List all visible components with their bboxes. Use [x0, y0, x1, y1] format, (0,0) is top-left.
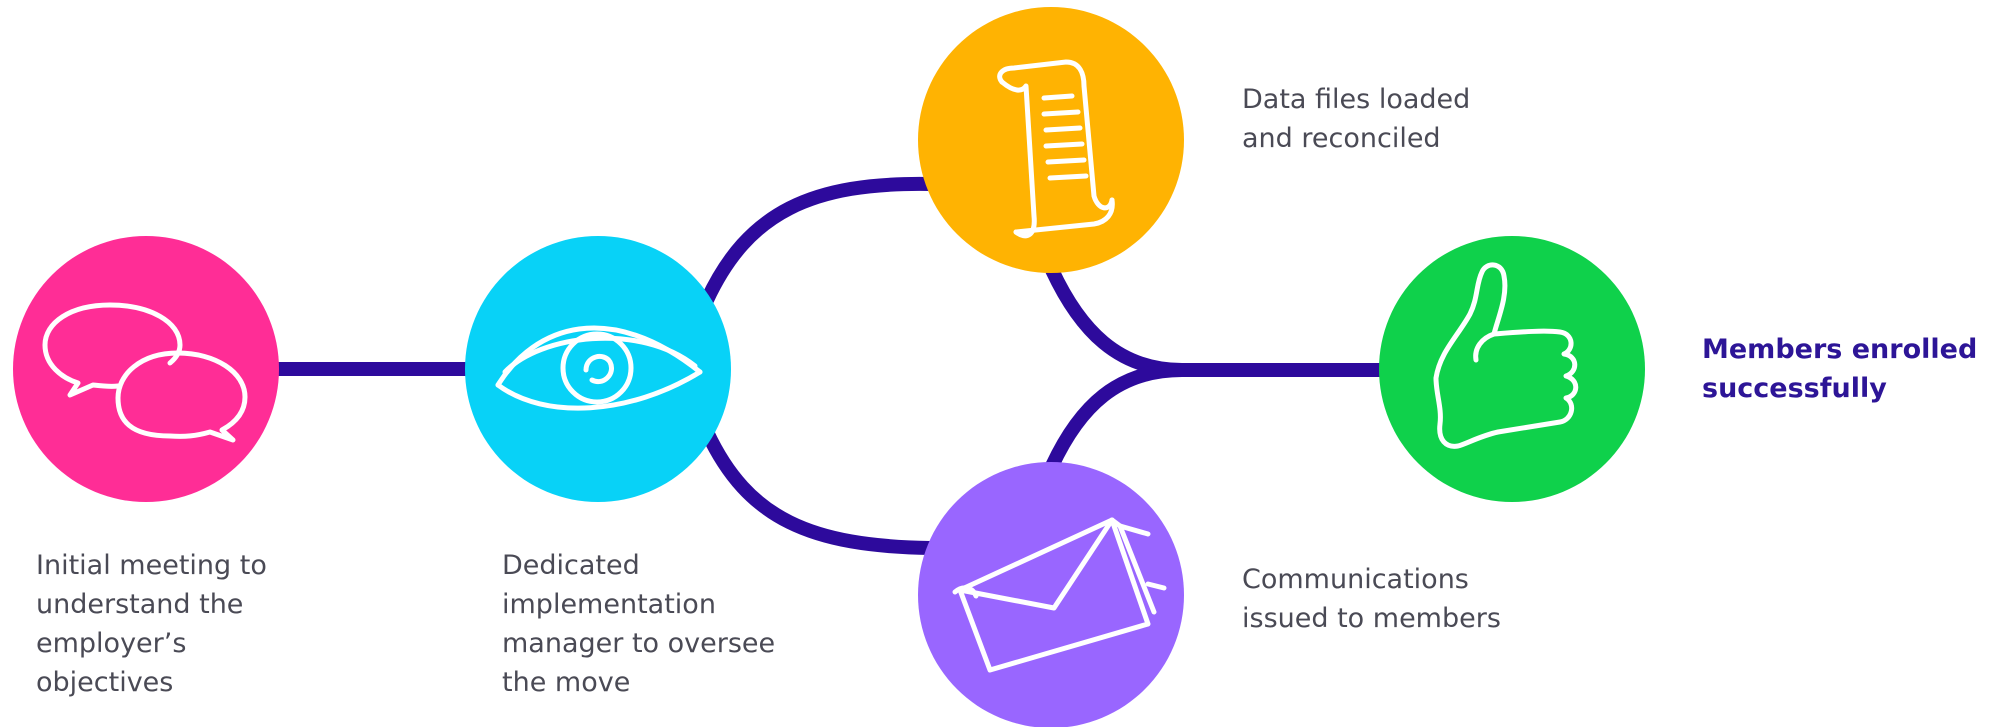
- thumbs-up-icon: [1433, 262, 1579, 449]
- connector-manager-comms: [700, 429, 931, 555]
- eye-icon: [495, 325, 703, 411]
- step-data-circle: [918, 7, 1184, 273]
- connector-comms-merge: [1045, 363, 1183, 469]
- step-comms-circle: [918, 462, 1184, 727]
- step-comms-label: Communications issued to members: [1242, 564, 1501, 634]
- speech-bubbles-icon: [42, 302, 248, 443]
- step-enrolled-label: Members enrolled successfully: [1702, 334, 1978, 404]
- step-manager-label: Dedicated implementation manager to over…: [502, 550, 776, 698]
- connector-manager-data: [700, 176, 931, 303]
- step-enrolled-circle: [1379, 236, 1645, 502]
- step-meeting-label: Initial meeting to understand the employ…: [36, 550, 267, 698]
- connectors: [270, 176, 1384, 555]
- envelope-icon: [952, 517, 1167, 673]
- step-data-label: Data files loaded and reconciled: [1242, 84, 1471, 154]
- document-scroll-icon: [997, 59, 1115, 239]
- connector-data-merge: [1045, 267, 1183, 377]
- step-manager-circle: [465, 236, 731, 502]
